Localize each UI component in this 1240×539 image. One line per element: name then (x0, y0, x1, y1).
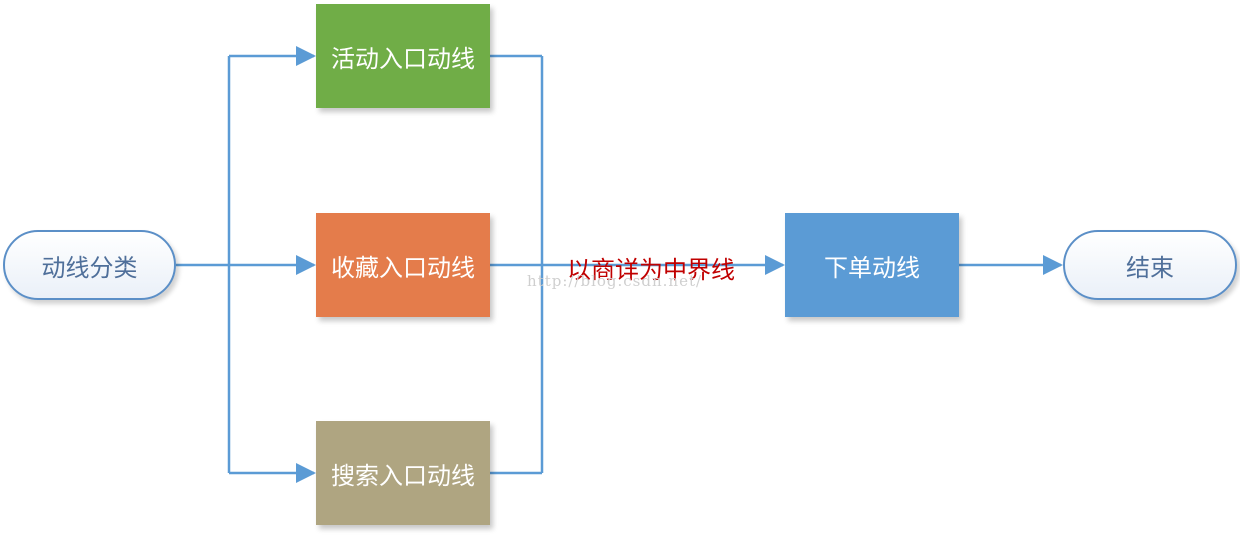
order-node: 下单动线 (785, 213, 959, 317)
end-node: 结束 (1063, 230, 1237, 300)
watermark: http://blog.csdn.net/ (527, 272, 703, 290)
order-node-label: 下单动线 (824, 253, 920, 282)
favorite-entry-node: 收藏入口动线 (316, 213, 490, 317)
search-entry-label: 搜索入口动线 (331, 461, 475, 490)
search-entry-node: 搜索入口动线 (316, 421, 490, 525)
favorite-entry-label: 收藏入口动线 (331, 253, 475, 282)
start-node: 动线分类 (3, 230, 176, 300)
activity-entry-label: 活动入口动线 (331, 44, 475, 73)
boundary-label: 以商详为中界线 (567, 256, 735, 284)
activity-entry-node: 活动入口动线 (316, 4, 490, 108)
start-node-label: 动线分类 (41, 253, 138, 282)
end-node-label: 结束 (1126, 253, 1174, 282)
